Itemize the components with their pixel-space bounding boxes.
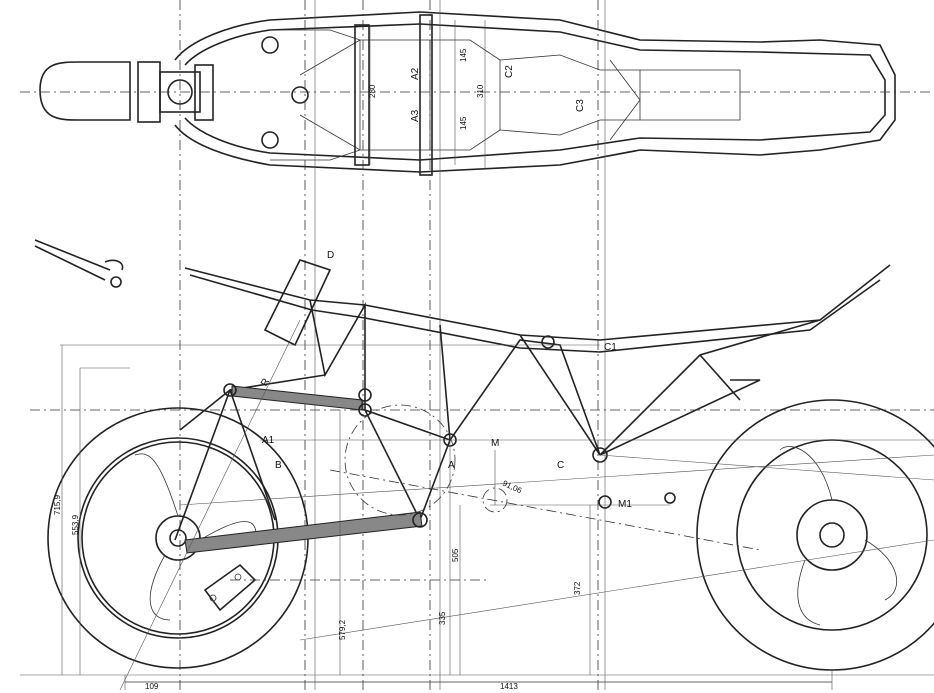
dim-145-upper: 145: [459, 48, 468, 62]
rear-wheel-tyre: [696, 399, 934, 671]
dim-145-lower: 145: [459, 116, 468, 130]
dim-505: 505: [451, 548, 460, 562]
front-tyre-top: [39, 61, 131, 121]
label-C: C: [557, 460, 564, 471]
dim-372: 372: [573, 581, 582, 595]
dim-1413: 1413: [500, 682, 518, 691]
frame-upper-rail: [184, 264, 891, 341]
label-A3: A3: [410, 109, 421, 122]
top-view: [20, 11, 930, 176]
point-labels: A A1 A2 A3 B C C1 C2 C3 D M M1 R: [259, 65, 632, 510]
dim-715-9: 715,9: [53, 494, 62, 515]
label-M: M: [491, 438, 499, 449]
label-C2: C2: [504, 65, 515, 78]
label-B: B: [275, 460, 282, 471]
dim-310: 310: [476, 84, 485, 98]
label-D: D: [327, 250, 334, 261]
side-view: [20, 239, 934, 691]
label-A1: A1: [262, 435, 275, 446]
dim-109: 109: [145, 682, 159, 691]
dim-553-9: 553,9: [71, 514, 80, 535]
label-A: A: [448, 460, 455, 471]
label-M1: M1: [618, 499, 632, 510]
dim-335: 335: [438, 611, 447, 625]
dim-579-2: 579,2: [338, 619, 347, 640]
label-A2: A2: [410, 67, 421, 80]
frame-rail-top-upper: [174, 11, 896, 173]
dimension-labels: 109 1413 145 145 310 280 715,9 553,9 579…: [53, 48, 582, 691]
label-C3: C3: [575, 99, 586, 112]
label-R: R: [259, 377, 272, 389]
label-C1: C1: [604, 342, 617, 353]
hatched-link: [184, 511, 423, 554]
dim-280: 280: [368, 84, 377, 98]
